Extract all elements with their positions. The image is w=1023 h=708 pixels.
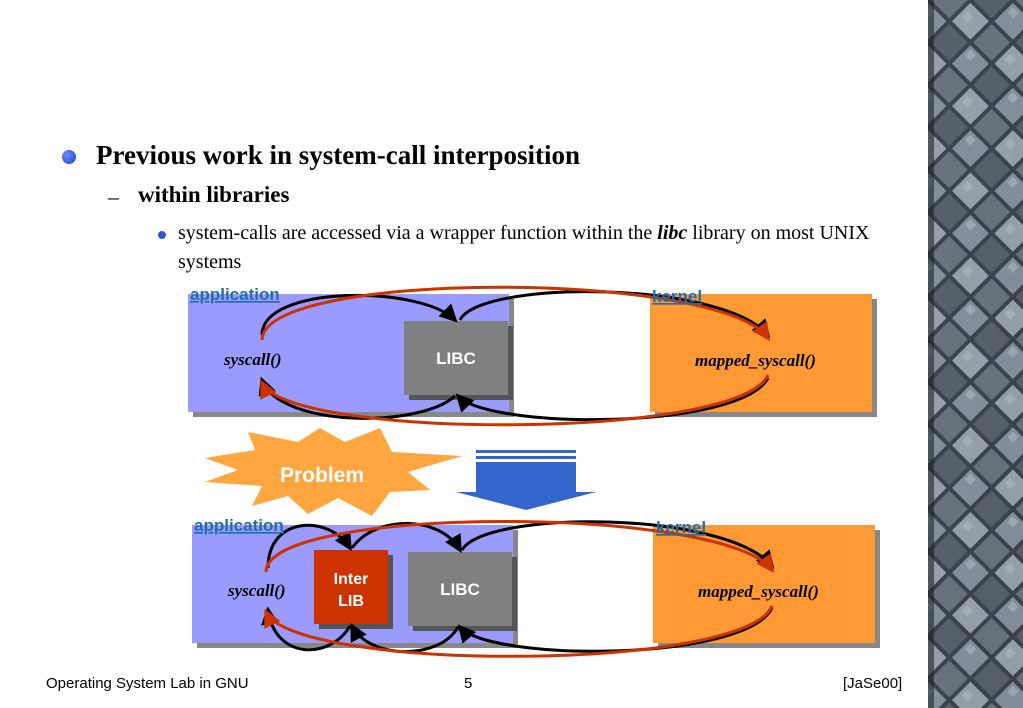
application-label: application	[190, 285, 280, 304]
interlib-label-line2: LIB	[338, 593, 364, 610]
interposition-diagram: application kernel syscall() LIBC mapped…	[188, 285, 880, 658]
syscall-label: syscall()	[227, 581, 286, 600]
diagram-top: application kernel syscall() LIBC mapped…	[188, 285, 877, 427]
application-label: application	[194, 516, 284, 535]
red-arrow-direct-call	[260, 285, 771, 341]
arrow-syscall-to-libc	[260, 293, 458, 336]
interlib-label-line1: Inter	[334, 571, 369, 588]
down-arrow-icon	[456, 450, 596, 510]
bullet-dot-small-icon	[158, 231, 166, 239]
interlib-box	[314, 550, 388, 624]
red-arrow-direct-return	[260, 374, 770, 427]
decorative-stone-border	[928, 0, 1023, 708]
heading-level2: within libraries	[138, 182, 290, 207]
kernel-box	[650, 294, 872, 412]
footer-title: Operating System Lab in GNU	[46, 675, 249, 692]
problem-label: Problem	[280, 464, 364, 487]
bullet-dot-icon	[62, 150, 76, 164]
kernel-label: kernel	[656, 518, 706, 537]
bullet-text-level3: system-calls are accessed via a wrapper …	[178, 219, 898, 277]
mapped-syscall-label: mapped_syscall()	[695, 351, 816, 370]
syscall-label: syscall()	[223, 350, 282, 369]
red-arrow-direct-call	[264, 520, 775, 573]
kernel-box	[653, 525, 875, 643]
slide: Previous work in system-call interpositi…	[46, 140, 903, 692]
red-arrow-direct-return	[264, 605, 774, 658]
libc-box	[404, 321, 508, 395]
libc-box	[408, 552, 512, 626]
libc-label: LIBC	[436, 349, 476, 368]
kernel-label: kernel	[652, 287, 702, 306]
bullet-text-emphasis: libc	[657, 222, 688, 244]
arrow-syscall-to-interlib	[266, 523, 352, 569]
bullet-text-part2: library on most UNIX systems	[178, 222, 870, 273]
mapped-syscall-label: mapped_syscall()	[698, 582, 819, 601]
arrow-interlib-to-libc	[350, 522, 462, 554]
heading-level1: Previous work in system-call interpositi…	[96, 140, 580, 170]
libc-label: LIBC	[440, 580, 480, 599]
footer-page-number: 5	[464, 675, 473, 692]
problem-burst: Problem	[205, 428, 462, 516]
footer-reference: [JaSe00]	[843, 675, 903, 692]
burst-shape	[205, 428, 462, 516]
diagram-bottom: application kernel syscall() Inter LIB L…	[192, 516, 880, 658]
arrow-libc-to-kernel	[460, 520, 775, 569]
bullet-text-part1: system-calls are accessed via a wrapper …	[178, 222, 658, 244]
dash-bullet-icon: –	[108, 184, 119, 209]
